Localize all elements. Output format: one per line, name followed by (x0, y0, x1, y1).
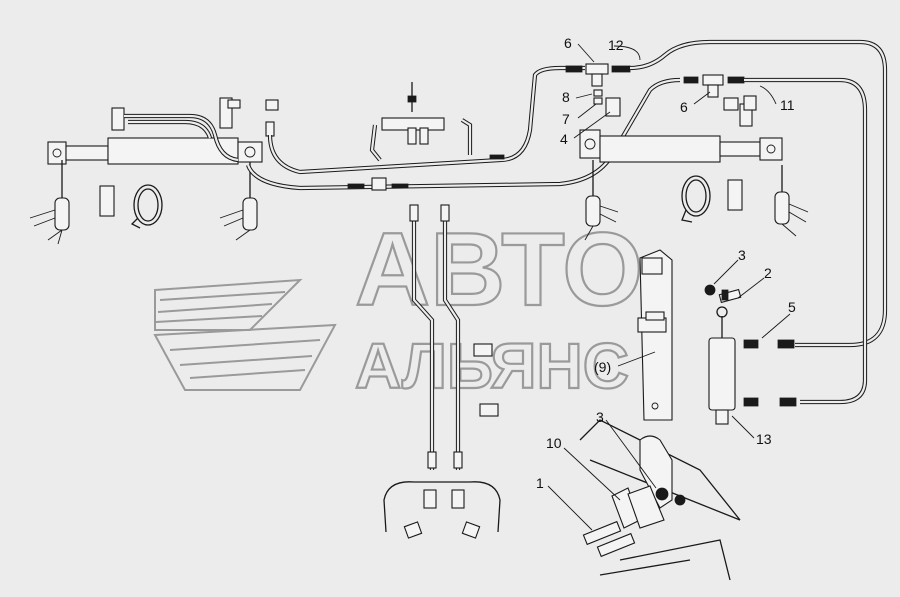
right-clamp (681, 175, 743, 223)
callout-1: 1 (536, 475, 544, 491)
callout-3-upper: 3 (738, 247, 746, 263)
cylinder-13 (708, 306, 797, 425)
callout-3-lower: 3 (596, 409, 604, 425)
callout-9: (9) (594, 359, 611, 375)
watermark-line2: АЛЬЯНС (355, 330, 629, 402)
callout-7: 7 (562, 111, 570, 127)
valve-block (347, 82, 505, 191)
callout-5: 5 (788, 299, 796, 315)
callout-2: 2 (764, 265, 772, 281)
bracket-9 (637, 249, 673, 421)
tee-fitting-6 (565, 63, 631, 117)
bolt-1 (582, 520, 636, 558)
right-sensor-b (774, 165, 809, 237)
left-sensor-a (29, 160, 70, 245)
callout-8: 8 (562, 89, 570, 105)
callout-6: 6 (564, 35, 572, 51)
watermark-logo (153, 278, 337, 391)
callout-11: 11 (780, 97, 795, 113)
callout-12: 12 (608, 37, 624, 53)
callout-10: 10 (546, 435, 562, 451)
right-sensor-a (584, 160, 619, 241)
watermark-line1: АВТО (355, 212, 643, 328)
callout-4: 4 (560, 131, 568, 147)
left-cylinder (47, 97, 279, 165)
lower-mount (579, 419, 741, 581)
tee-fitting-6b (683, 74, 757, 111)
callout-13: 13 (756, 431, 772, 447)
nut-3-upper (704, 284, 716, 296)
left-clamp (99, 184, 163, 229)
callout-6-right: 6 (680, 99, 688, 115)
lower-hoses (383, 204, 501, 539)
leader-lines (547, 43, 791, 531)
right-cylinder (579, 103, 783, 163)
bolt-2 (718, 288, 742, 304)
